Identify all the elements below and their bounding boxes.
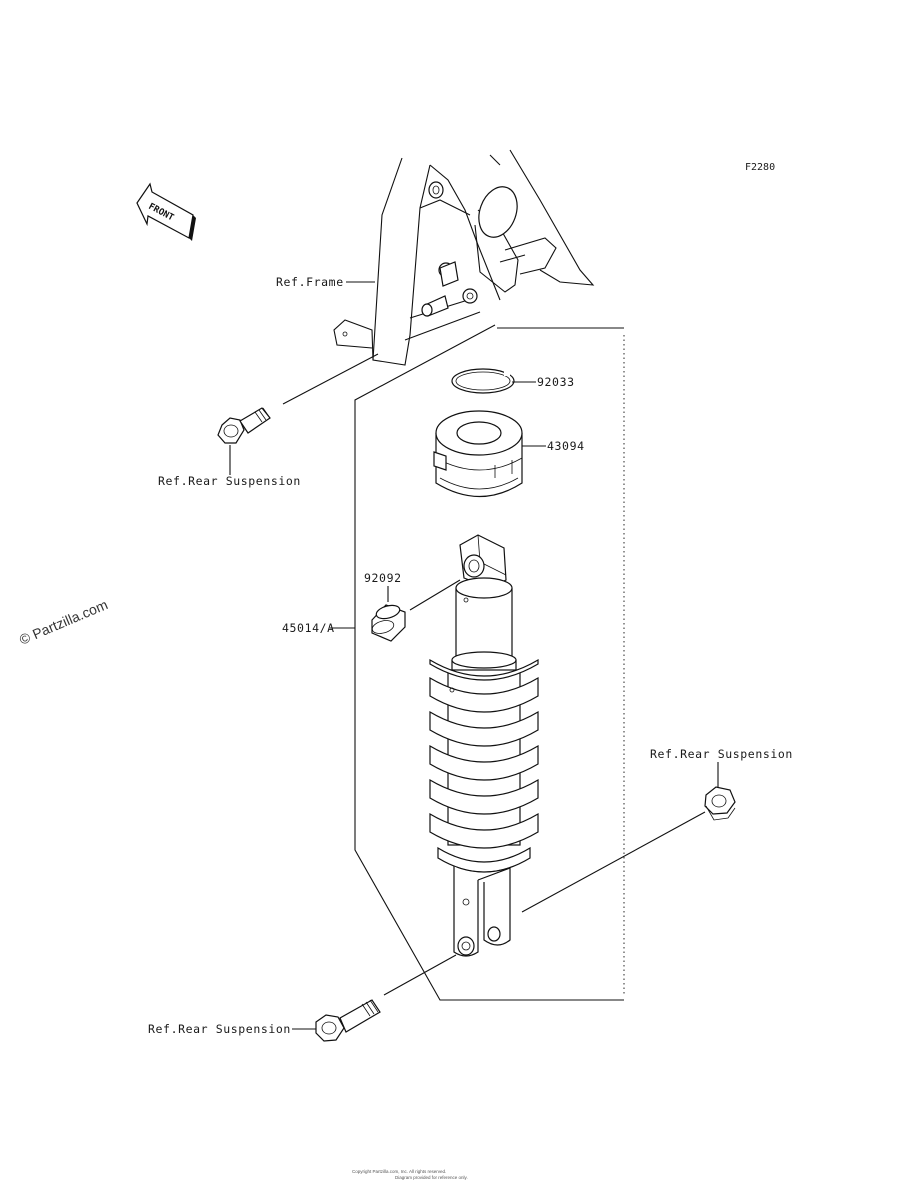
footer-line-2: Diagram provided for reference only.	[395, 1175, 468, 1180]
part-92033-label: 92033	[537, 375, 575, 389]
footer-line-1: Copyright Partzilla.com, Inc. All rights…	[352, 1169, 446, 1174]
diagram-code: F2280	[745, 162, 775, 173]
circlip-92033	[451, 368, 515, 394]
ref-rear-suspension-right-label: Ref.Rear Suspension	[650, 747, 793, 761]
hex-nut	[704, 786, 736, 821]
bottom-bolt	[315, 999, 381, 1042]
ref-rear-suspension-top-label: Ref.Rear Suspension	[158, 474, 301, 488]
part-43094-label: 43094	[547, 439, 585, 453]
ref-rear-suspension-bottom-label: Ref.Rear Suspension	[148, 1022, 291, 1036]
collar-43094	[433, 410, 523, 498]
part-45014-label: 45014/A	[282, 621, 335, 635]
assembly-bracket	[354, 324, 625, 1001]
ref-frame-label: Ref.Frame	[276, 275, 344, 289]
bushing-92092	[371, 604, 406, 642]
top-bolt	[217, 407, 271, 444]
shock-absorber	[429, 534, 539, 957]
front-arrow-icon: FRONT	[136, 182, 196, 241]
part-92092-label: 92092	[364, 571, 402, 585]
watermark: © Partzilla.com	[17, 596, 110, 648]
frame-outline	[333, 149, 595, 366]
